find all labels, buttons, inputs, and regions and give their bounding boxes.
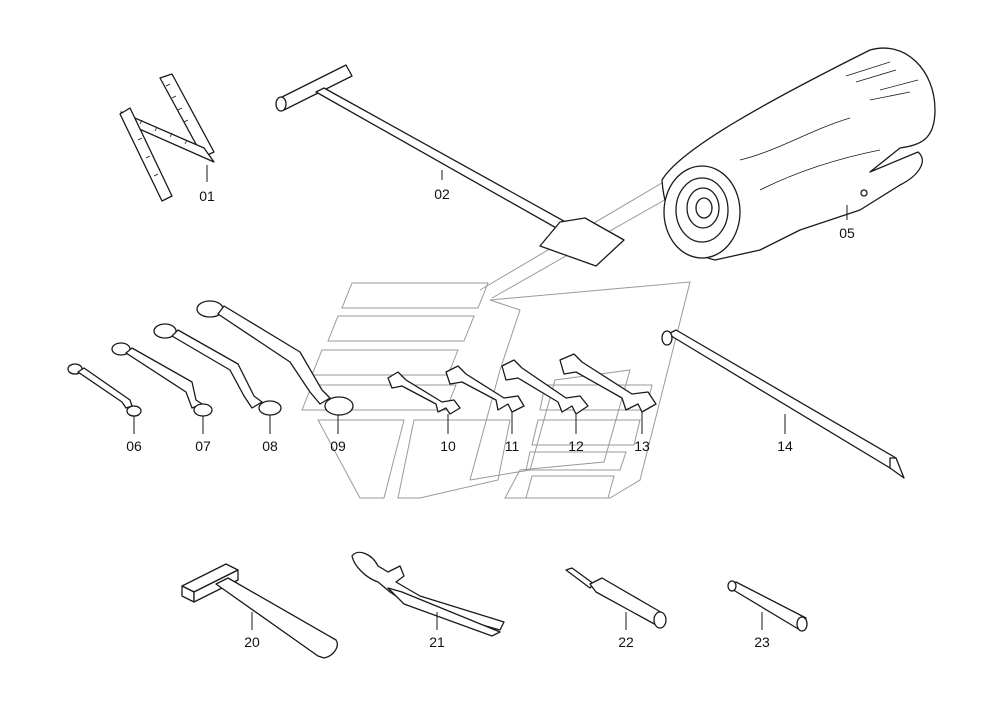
part-06-ring-spanner[interactable] xyxy=(67,363,142,434)
callout-07: 07 xyxy=(195,438,211,454)
part-07-ring-spanner[interactable] xyxy=(111,342,213,434)
callout-23: 23 xyxy=(754,634,770,650)
callout-13: 13 xyxy=(634,438,650,454)
callout-08: 08 xyxy=(262,438,278,454)
part-08-ring-spanner[interactable] xyxy=(153,323,282,434)
part-01-folding-ruler[interactable] xyxy=(119,73,215,202)
part-05-tool-roll[interactable] xyxy=(661,47,936,261)
part-20-hammer[interactable] xyxy=(181,563,338,659)
callout-09: 09 xyxy=(330,438,346,454)
part-10-open-end-wrench[interactable] xyxy=(387,371,461,434)
callout-labels: 01 02 05 06 07 08 09 10 11 12 13 14 20 2… xyxy=(126,186,855,650)
callout-11: 11 xyxy=(505,438,520,454)
part-23-drift-pin[interactable] xyxy=(727,580,808,632)
part-12-open-end-wrench[interactable] xyxy=(501,359,589,434)
callout-06: 06 xyxy=(126,438,142,454)
callout-01: 01 xyxy=(199,188,215,204)
part-14-tommy-bar[interactable] xyxy=(661,329,905,479)
part-21-water-pump-pliers[interactable] xyxy=(351,551,505,637)
callout-21: 21 xyxy=(429,634,445,650)
callout-05: 05 xyxy=(839,225,855,241)
part-11-open-end-wrench[interactable] xyxy=(445,365,525,434)
part-02-t-handle-tool[interactable] xyxy=(275,64,625,267)
callout-22: 22 xyxy=(618,634,634,650)
callout-02: 02 xyxy=(434,186,450,202)
callout-14: 14 xyxy=(777,438,793,454)
part-13-open-end-wrench[interactable] xyxy=(559,353,657,434)
part-09-ring-spanner[interactable] xyxy=(196,300,354,434)
part-22-screwdriver[interactable] xyxy=(565,567,667,630)
callout-10: 10 xyxy=(440,438,456,454)
callout-20: 20 xyxy=(244,634,260,650)
callout-12: 12 xyxy=(568,438,584,454)
